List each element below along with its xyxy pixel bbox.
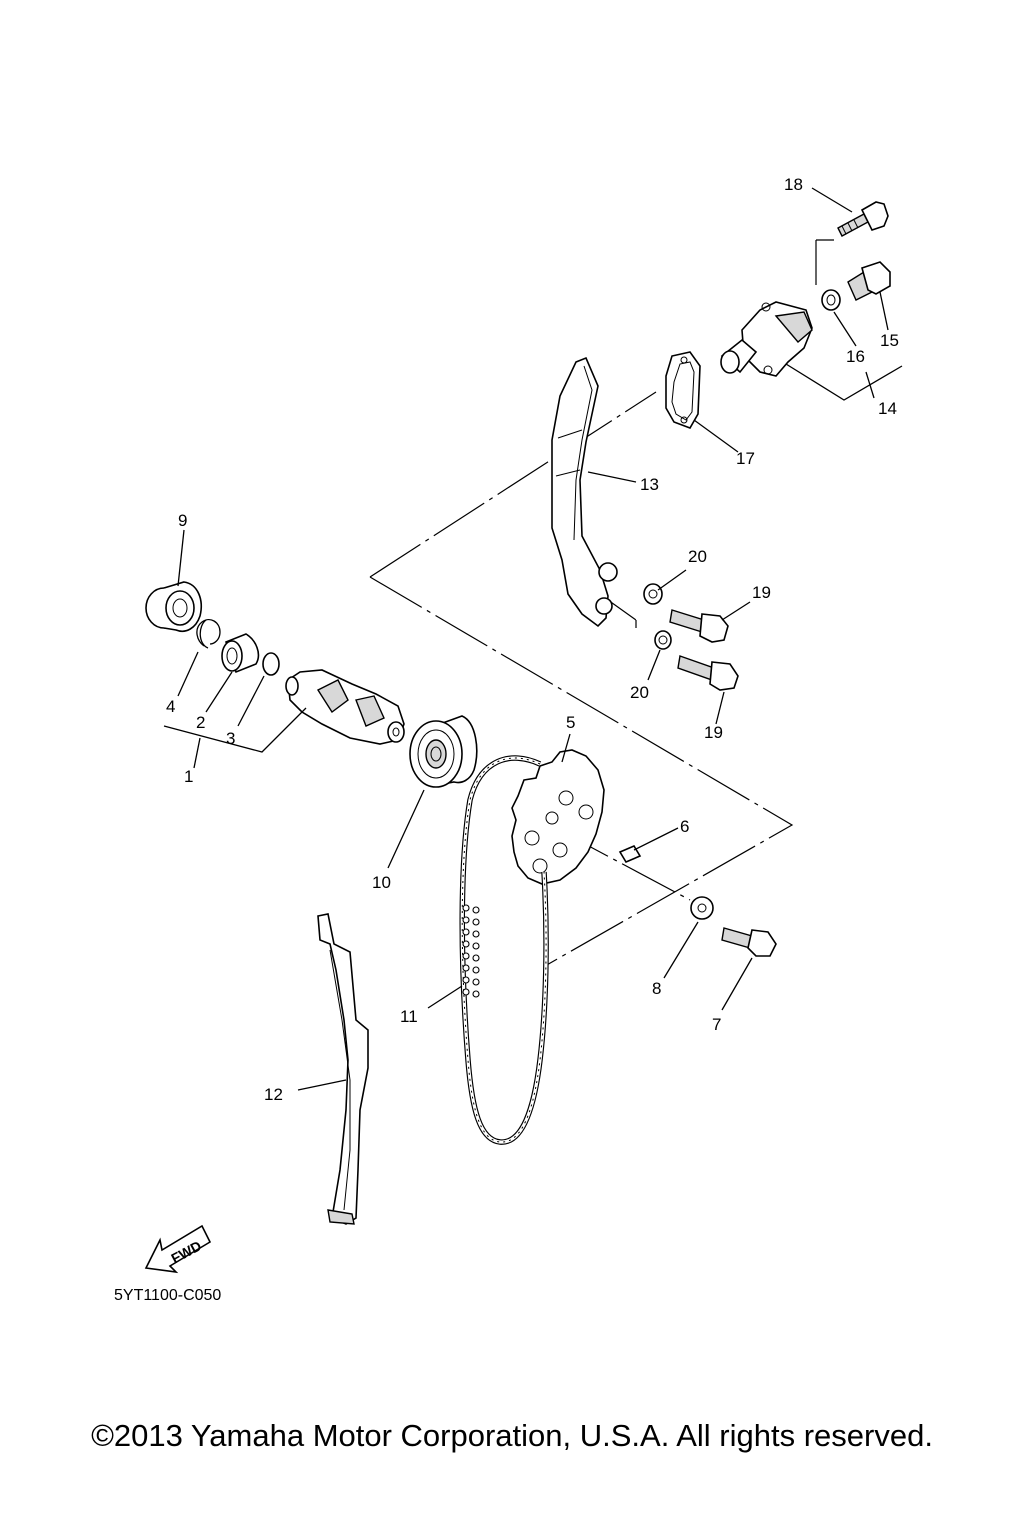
part-10-bearing (409, 715, 478, 788)
part-9-bearing (145, 581, 202, 632)
callout-15: 15 (880, 331, 899, 350)
alignment-lines (369, 239, 834, 967)
part-5-cam-sprocket (511, 749, 605, 885)
callout-1: 1 (184, 767, 193, 786)
callout-19-lower: 19 (704, 723, 723, 742)
part-15-cap-bolt (847, 261, 891, 301)
leader-lines (163, 187, 903, 1091)
callout-19-upper: 19 (752, 583, 771, 602)
drawing-code: 5YT1100-C050 (114, 1287, 221, 1304)
part-20-washers (643, 583, 672, 650)
part-18-bolt (837, 201, 889, 237)
part-3-o-ring (262, 652, 280, 676)
part-8-washer (690, 896, 714, 920)
callout-20-lower: 20 (630, 683, 649, 702)
part-19-bolts (669, 609, 739, 691)
callout-5: 5 (566, 713, 575, 732)
callout-3: 3 (226, 729, 235, 748)
callout-9: 9 (178, 511, 187, 530)
callout-8: 8 (652, 979, 661, 998)
part-13-tensioner-guide (551, 356, 618, 628)
part-7-bolt (721, 927, 777, 957)
part-12-chain-guide (317, 913, 369, 1225)
part-16-washer (821, 289, 841, 311)
callout-4: 4 (166, 697, 175, 716)
part-17-gasket (665, 351, 701, 429)
callout-11: 11 (400, 1007, 418, 1026)
part-14-tensioner (720, 301, 813, 377)
part-2-bushing (221, 633, 260, 674)
callout-2: 2 (196, 713, 205, 732)
fwd-arrow-icon: FWD (144, 1224, 212, 1274)
callout-6: 6 (680, 817, 689, 836)
callout-labels: 18 15 16 14 17 13 20 19 20 19 9 4 2 3 1 … (166, 175, 899, 1104)
callout-7: 7 (712, 1015, 721, 1034)
copyright-notice: ©2013 Yamaha Motor Corporation, U.S.A. A… (91, 1418, 933, 1453)
callout-20-upper: 20 (688, 547, 707, 566)
callout-10: 10 (372, 873, 391, 892)
callout-14: 14 (878, 399, 897, 418)
callout-18: 18 (784, 175, 803, 194)
callout-13: 13 (640, 475, 659, 494)
part-11-cam-chain (459, 755, 549, 1145)
part-1-camshaft (285, 669, 405, 745)
callout-12: 12 (264, 1085, 283, 1104)
part-4-circlip (196, 618, 221, 649)
callout-17: 17 (736, 449, 755, 468)
callout-16: 16 (846, 347, 865, 366)
